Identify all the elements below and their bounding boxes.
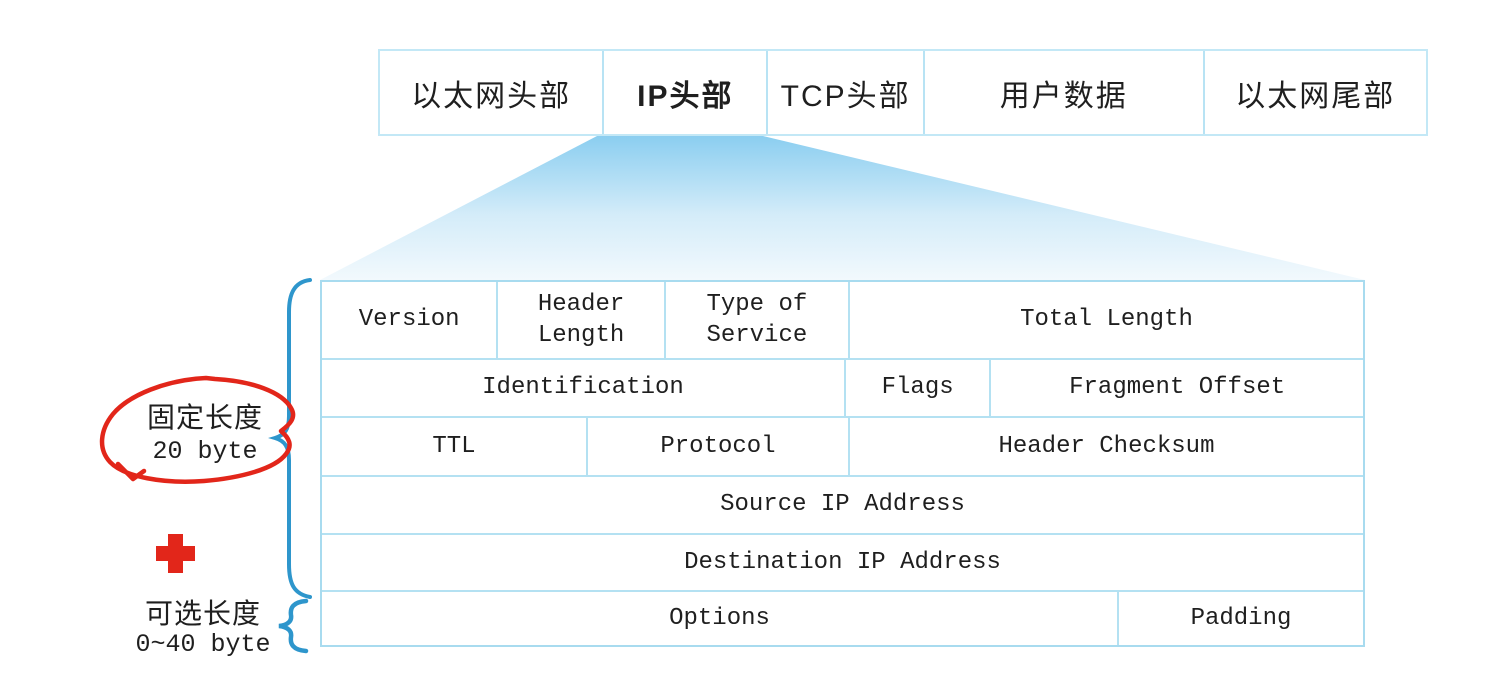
field-label: Fragment Offset: [1069, 374, 1286, 402]
table-row: Source IP Address: [322, 477, 1363, 535]
plus-icon: [156, 534, 195, 573]
optional-length-label: 可选长度 0~40 byte: [118, 597, 288, 660]
field-cell-flags: Flags: [846, 360, 992, 416]
packet-cell-user-data: 用户数据: [925, 51, 1205, 134]
field-cell-header-length: Header Length: [498, 282, 666, 358]
field-cell-padding: Padding: [1119, 592, 1363, 645]
field-label: Identification: [482, 374, 684, 402]
packet-cell-label: 用户数据: [999, 79, 1128, 113]
field-label: TTL: [432, 432, 476, 460]
field-label: Protocol: [660, 432, 776, 460]
fixed-length-bytes: 20 byte: [152, 437, 258, 466]
optional-length-bytes: 0~40 byte: [135, 630, 271, 659]
expansion-funnel: [320, 136, 1365, 280]
field-label: Version: [358, 306, 460, 334]
field-label: Type of Service: [706, 290, 808, 349]
packet-cell-ethernet-trailer: 以太网尾部: [1205, 51, 1426, 134]
packet-structure-bar: 以太网头部 IP头部 TCP头部 用户数据 以太网尾部: [378, 49, 1428, 136]
field-cell-protocol: Protocol: [588, 418, 850, 475]
table-row: Version Header Length Type of Service To…: [322, 282, 1363, 360]
packet-cell-label: 以太网头部: [411, 79, 572, 113]
table-row: TTL Protocol Header Checksum: [322, 418, 1363, 477]
funnel-shape: [320, 136, 1365, 280]
field-cell-ttl: TTL: [322, 418, 588, 475]
field-cell-source-ip-address: Source IP Address: [322, 477, 1363, 533]
field-cell-type-of-service: Type of Service: [666, 282, 850, 358]
field-cell-fragment-offset: Fragment Offset: [991, 360, 1363, 416]
fixed-length-text: 固定长度: [146, 402, 263, 433]
optional-length-text: 可选长度: [144, 598, 261, 629]
table-row: Options Padding: [322, 592, 1363, 645]
field-cell-identification: Identification: [322, 360, 846, 416]
packet-cell-label: TCP头部: [780, 79, 911, 113]
packet-cell-ip-header: IP头部: [604, 51, 769, 134]
field-label: Source IP Address: [720, 491, 965, 519]
field-label: Options: [669, 604, 770, 632]
field-cell-destination-ip-address: Destination IP Address: [322, 535, 1363, 590]
packet-cell-ethernet-header: 以太网头部: [380, 51, 605, 134]
field-label: Header Checksum: [998, 432, 1215, 460]
packet-cell-label: 以太网尾部: [1235, 79, 1396, 113]
packet-cell-tcp-header: TCP头部: [768, 51, 925, 134]
field-cell-version: Version: [322, 282, 499, 358]
packet-cell-label: IP头部: [637, 79, 734, 113]
fixed-length-label: 固定长度 20 byte: [120, 400, 290, 468]
field-label: Header Length: [537, 290, 625, 349]
table-row: Identification Flags Fragment Offset: [322, 360, 1363, 418]
field-label: Destination IP Address: [684, 548, 1001, 576]
table-row: Destination IP Address: [322, 535, 1363, 592]
field-label: Total Length: [1020, 306, 1193, 334]
field-label: Padding: [1190, 604, 1292, 632]
field-label: Flags: [881, 374, 954, 402]
field-cell-header-checksum: Header Checksum: [850, 418, 1363, 475]
field-cell-total-length: Total Length: [850, 282, 1363, 358]
ip-header-table: Version Header Length Type of Service To…: [320, 280, 1365, 647]
field-cell-options: Options: [322, 592, 1119, 645]
